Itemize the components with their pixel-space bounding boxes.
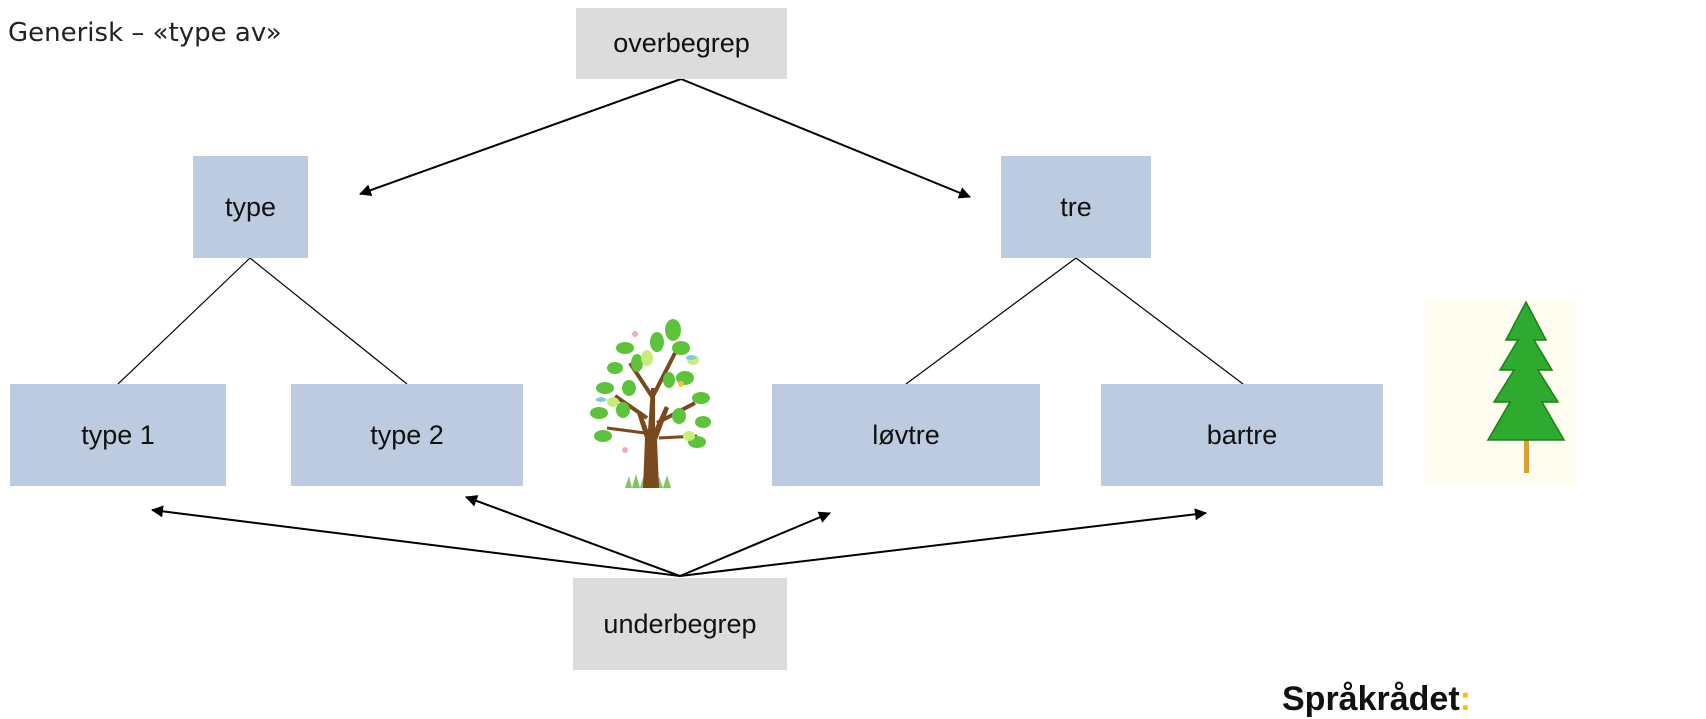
node-box-type-2: type 2	[291, 384, 523, 486]
arrow-underbegrep-to-type2	[465, 495, 681, 577]
node-box-bartre: bartre	[1101, 384, 1383, 486]
concept-box-underbegrep: underbegrep	[573, 578, 787, 670]
line-tre-to-lovtre	[905, 257, 1077, 385]
logo-mark: :	[1459, 680, 1471, 718]
node-box-type-1: type 1	[10, 384, 226, 486]
arrow-overbegrep-to-type	[359, 78, 682, 196]
concept-box-overbegrep: overbegrep	[576, 8, 787, 79]
line-type-to-type2	[249, 257, 408, 385]
diagram-connectors	[117, 78, 1244, 577]
node-box-tre: tre	[1001, 156, 1151, 258]
line-type-to-type1	[117, 257, 251, 385]
sprakradet-logo: Språkrådet:	[1282, 680, 1471, 719]
arrow-underbegrep-to-bartre	[679, 508, 1207, 577]
slide-title: Generisk – «type av»	[8, 18, 282, 48]
arrow-underbegrep-to-type1	[151, 505, 681, 577]
node-box-lovtre: løvtre	[772, 384, 1040, 486]
deciduous-tree-illustration	[590, 319, 711, 488]
arrow-overbegrep-to-tre	[680, 78, 971, 199]
line-tre-to-bartre	[1075, 257, 1244, 385]
pine-tree-icon	[1486, 300, 1566, 473]
arrow-underbegrep-to-lovtre	[679, 511, 831, 577]
node-box-type: type	[193, 156, 308, 258]
logo-text: Språkrådet	[1282, 680, 1460, 718]
